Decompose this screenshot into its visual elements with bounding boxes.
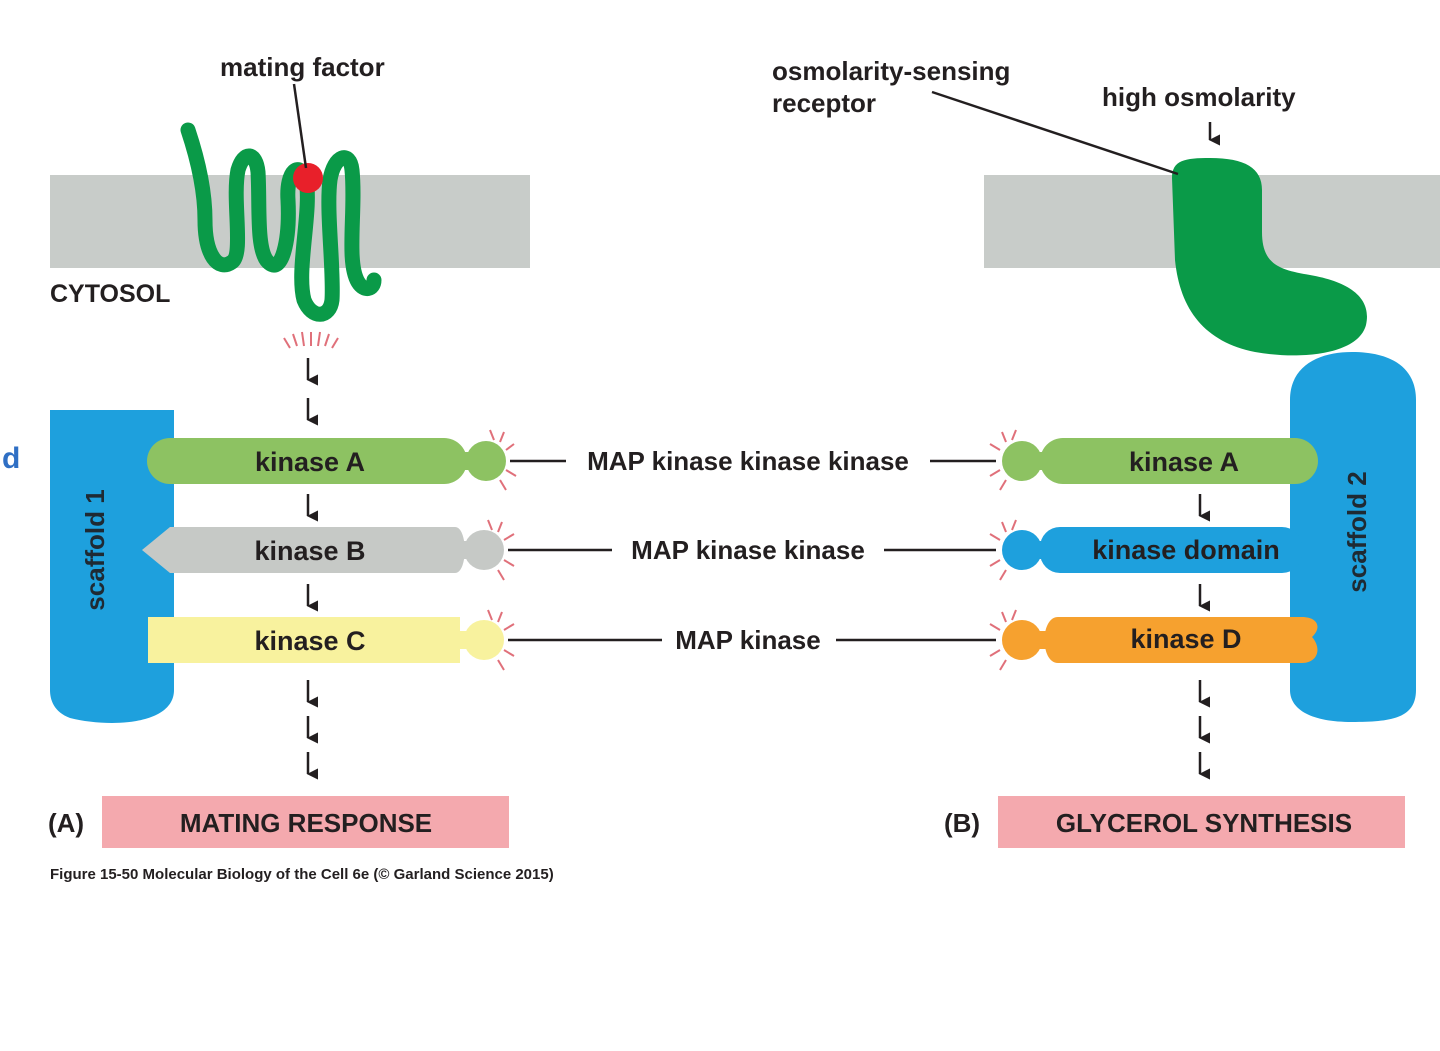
scaffold-1 [50, 410, 174, 723]
left-kinase-c-label: kinase C [254, 626, 365, 656]
left-kinase-a [147, 438, 506, 484]
mating-response-label: MATING RESPONSE [180, 808, 432, 838]
cytosol-label: CYTOSOL [50, 280, 170, 308]
right-kinase-domain [1002, 527, 1302, 573]
osmo-receptor-leader-line [931, 90, 1179, 176]
mating-response-box [102, 796, 509, 848]
activation-burst-icon [989, 429, 1017, 671]
high-osmolarity-label: high osmolarity [1102, 82, 1296, 112]
mating-factor-receptor [180, 122, 382, 322]
panel-b-label: (B) [944, 808, 980, 838]
mating-factor-leader-line [292, 83, 308, 169]
left-kinase-c [148, 617, 504, 663]
map-kinase-kinase-label: MAP kinase kinase [631, 535, 865, 565]
panel-a-label: (A) [48, 808, 84, 838]
left-kinase-b [142, 527, 504, 573]
activation-burst-icon [487, 429, 517, 671]
scaffold-2-label: scaffold 2 [1342, 471, 1372, 592]
mating-factor-molecule [293, 163, 323, 193]
glycerol-synthesis-box [998, 796, 1405, 848]
scaffold-2 [1290, 352, 1416, 722]
right-kinase-d [1002, 617, 1318, 663]
osmo-receptor-label-line2: receptor [772, 88, 876, 118]
right-kinase-d-label: kinase D [1130, 624, 1241, 654]
map-kinase-label: MAP kinase [675, 625, 820, 655]
right-kinase-a-label: kinase A [1129, 447, 1239, 477]
glycerol-synthesis-label: GLYCEROL SYNTHESIS [1056, 808, 1352, 838]
activation-burst-icon [283, 331, 339, 349]
right-kinase-a [1002, 438, 1318, 484]
map-kinase-kinase-kinase-label: MAP kinase kinase kinase [587, 446, 909, 476]
scaffold-1-label: scaffold 1 [80, 489, 110, 610]
figure-caption: Figure 15-50 Molecular Biology of the Ce… [50, 866, 554, 883]
left-kinase-a-label: kinase A [255, 447, 365, 477]
mating-factor-label: mating factor [220, 52, 385, 82]
osmo-receptor-label-line1: osmolarity-sensing [772, 56, 1010, 86]
right-kinase-domain-label: kinase domain [1092, 535, 1280, 565]
osmolarity-sensing-receptor [1172, 158, 1367, 356]
left-kinase-b-label: kinase B [254, 536, 365, 566]
edge-letter: d [2, 442, 20, 475]
